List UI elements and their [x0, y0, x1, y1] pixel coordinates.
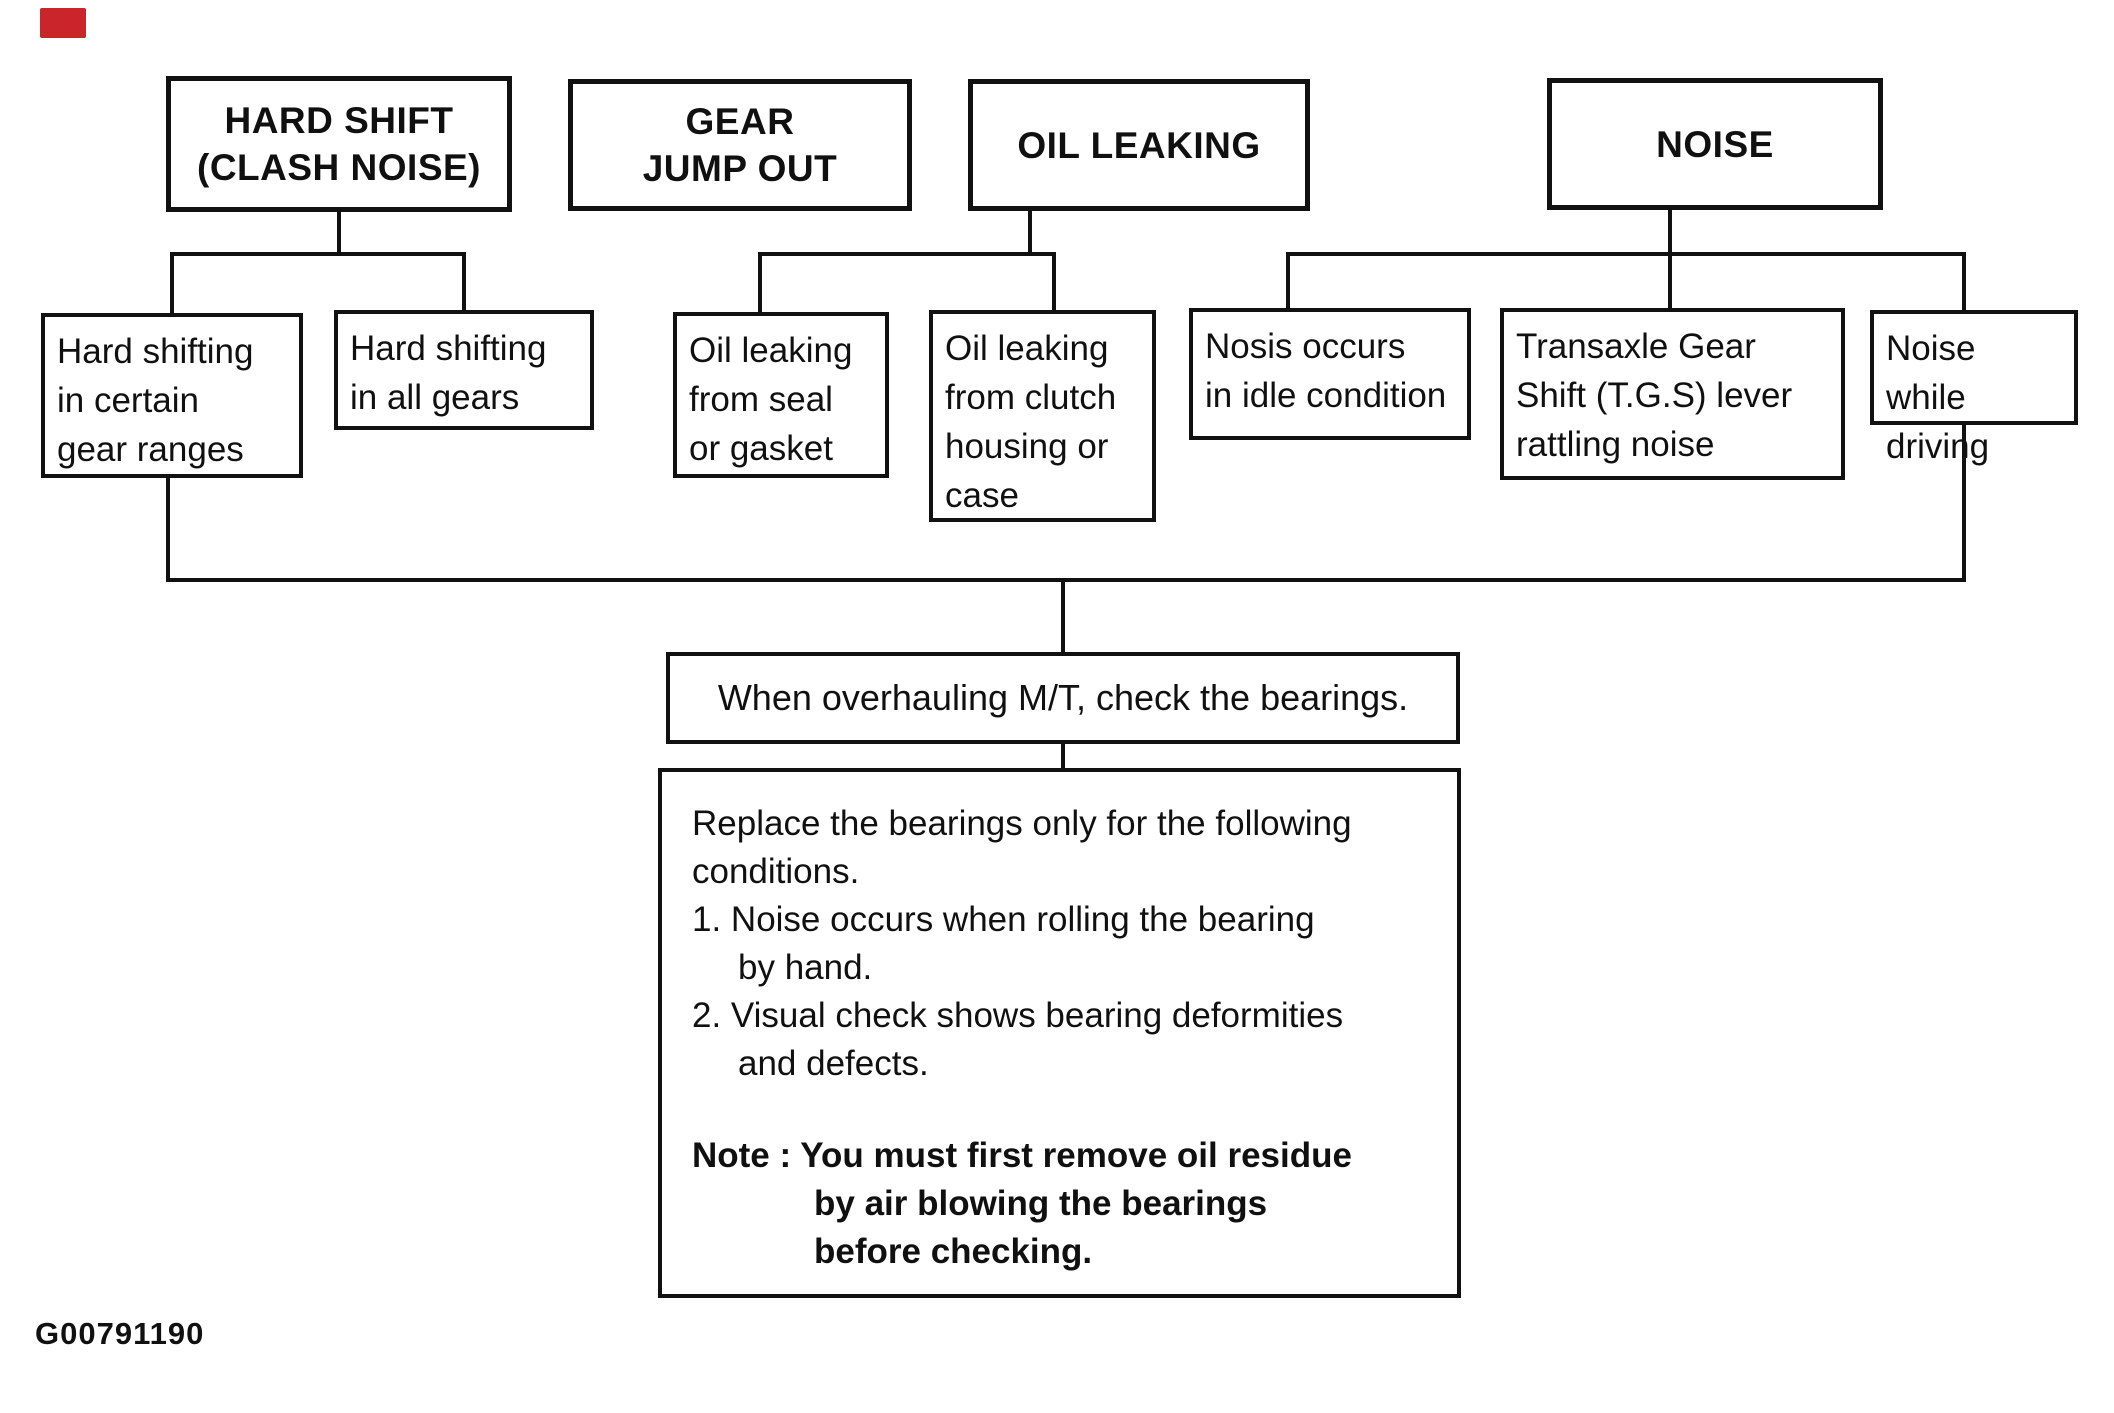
details-note: Note : You must first remove oil residue… [692, 1136, 1352, 1271]
connector-line [166, 578, 1966, 582]
details-intro: Replace the bearings only for the follow… [692, 804, 1352, 891]
category-noise: NOISE [1547, 78, 1883, 210]
category-hard-shift: HARD SHIFT (CLASH NOISE) [166, 76, 512, 212]
connector-line [1286, 252, 1966, 256]
connector-line [758, 252, 1056, 256]
connector-line [758, 252, 762, 312]
connector-line [462, 252, 466, 310]
symptom-hard-shift-all-gears: Hard shifting in all gears [334, 310, 594, 430]
category-oil-leaking: OIL LEAKING [968, 79, 1310, 211]
details-item-1: 1. Noise occurs when rolling the bearing… [692, 900, 1315, 987]
connector-line [170, 252, 174, 313]
symptom-noise-while-driving: Noise while driving [1870, 310, 2078, 466]
symptom-oil-leak-seal-gasket: Oil leaking from seal or gasket [673, 312, 889, 478]
symptom-tgs-lever-rattle: Transaxle Gear Shift (T.G.S) lever rattl… [1500, 308, 1845, 480]
figure-code: G00791190 [35, 1316, 205, 1351]
connector-line [1962, 252, 1966, 310]
symptom-oil-leak-clutch-housing: Oil leaking from clutch housing or case [929, 310, 1156, 522]
action-check-bearings: When overhauling M/T, check the bearings… [666, 652, 1460, 744]
connector-line [166, 476, 170, 582]
red-marker [40, 8, 86, 38]
connector-line [1028, 209, 1032, 256]
connector-line [1962, 423, 1966, 582]
category-gear-jump-out: GEAR JUMP OUT [568, 79, 912, 211]
connector-line [170, 252, 466, 256]
connector-line [1668, 208, 1672, 308]
connector-line [1061, 742, 1065, 768]
details-item-2: 2. Visual check shows bearing deformitie… [692, 996, 1344, 1083]
symptom-hard-shift-certain-gears: Hard shifting in certain gear ranges [41, 313, 303, 478]
symptom-noise-idle: Nosis occurs in idle condition [1189, 308, 1471, 440]
connector-line [337, 210, 341, 256]
connector-line [1052, 252, 1056, 310]
connector-line [1061, 578, 1065, 652]
details-replace-bearings: Replace the bearings only for the follow… [658, 768, 1461, 1298]
connector-line [1286, 252, 1290, 308]
